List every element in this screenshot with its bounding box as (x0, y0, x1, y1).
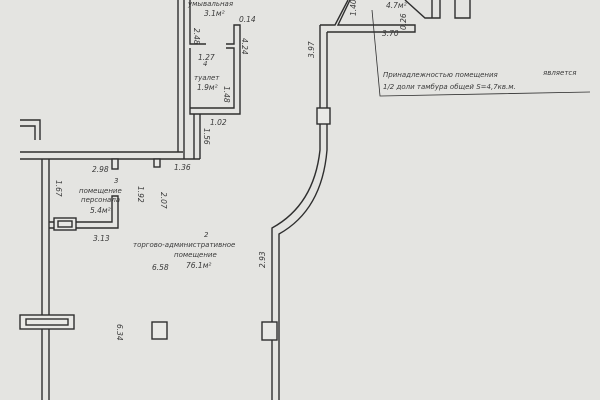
main-room-area: 76.1м² (186, 261, 211, 270)
note-line-1: Принадлежностью помещения (383, 71, 498, 79)
dim: 1.56 (202, 128, 211, 145)
dim: 1.67 (54, 180, 63, 197)
dim: 3.97 (307, 41, 316, 58)
staff-room-area: 5.4м² (90, 206, 111, 215)
dim: 1.36 (174, 163, 191, 172)
dim: 0.14 (239, 15, 256, 24)
dim: 2.48 (192, 28, 201, 45)
staff-room-number: 3 (114, 177, 118, 185)
washroom-name: умывальная (187, 0, 233, 8)
main-room-name-1: торгово-административное (133, 241, 235, 249)
staff-room-name-2: персонала (81, 196, 120, 204)
column (151, 321, 168, 340)
dim: 6.34 (115, 324, 124, 341)
dim: 0.26 (399, 13, 408, 30)
dim: 2.07 (159, 192, 168, 209)
washroom-area: 3.1м² (204, 9, 225, 18)
dim: 3.13 (93, 234, 110, 243)
dim: 1.48 (222, 86, 231, 103)
main-room-name-2: помещение (174, 251, 217, 259)
dim: 1.27 (198, 53, 215, 62)
note-line-2: 1/2 доли тамбура общей S=4,7кв.м. (383, 83, 516, 91)
dim: 6.58 (152, 263, 169, 272)
dim: 4.24 (240, 38, 249, 55)
note-line-1b: является (543, 69, 576, 77)
labels: умывальная 3.1м² 4 туалет 1.9м² 3 помеще… (79, 0, 576, 270)
dim: 2.93 (258, 251, 267, 268)
main-room-number: 2 (204, 231, 209, 239)
toilet-area: 1.9м² (197, 83, 218, 92)
dim: 3.70 (382, 29, 399, 38)
toilet-number: 4 (203, 60, 207, 68)
vestibule-area: 4.7м² (386, 1, 407, 10)
toilet-name: туалет (194, 74, 220, 82)
dim: 1.02 (210, 118, 227, 127)
dim: 1.92 (136, 186, 145, 203)
dimensions: 2.48 0.14 4.24 1.27 1.48 1.02 1.56 1.36 … (54, 0, 408, 341)
dim: 1.40 (349, 0, 358, 16)
dim: 2.98 (92, 165, 109, 174)
walls (19, 0, 591, 400)
staff-room-name-1: помещение (79, 187, 122, 195)
